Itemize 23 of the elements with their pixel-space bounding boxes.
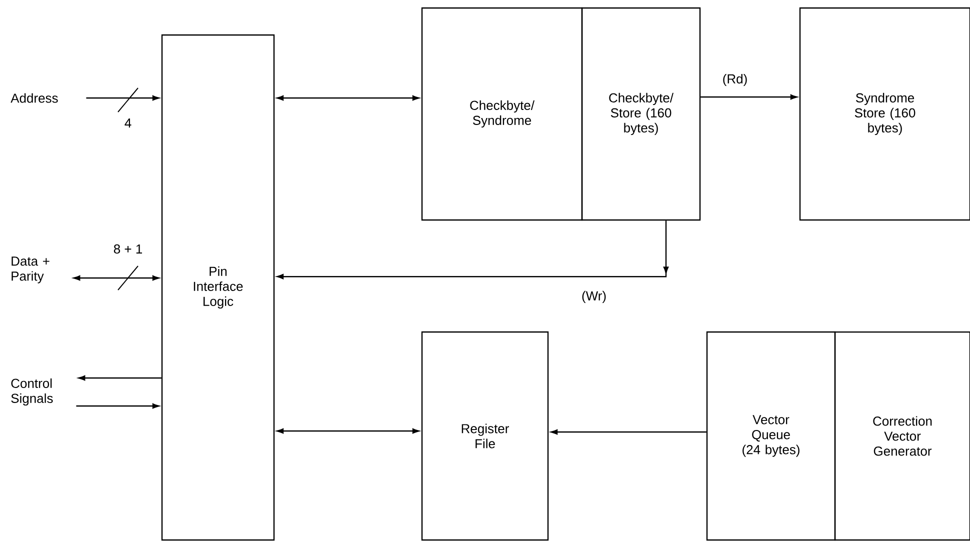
- arrow: [276, 428, 420, 434]
- functional-block: Checkbyte/ Syndrome: [421, 7, 583, 221]
- functional-block: Register File: [421, 331, 549, 541]
- arrow: [550, 429, 706, 435]
- arrow: [76, 403, 160, 409]
- arrow: [86, 95, 160, 101]
- arrow: [276, 220, 669, 280]
- functional-block: Syndrome Store (160 bytes): [799, 7, 970, 221]
- functional-block: Pin Interface Logic: [161, 34, 275, 541]
- signal-label: Data + Parity: [12, 256, 50, 284]
- functional-block: Correction Vector Generator: [834, 331, 970, 541]
- edge-label: 8 + 1: [114, 244, 142, 254]
- edge-label: (Rd): [723, 74, 747, 86]
- functional-block: Vector Queue (24 bytes): [706, 331, 836, 541]
- functional-block: Checkbyte/ Store (160 bytes): [581, 7, 701, 221]
- signal-label: Address: [10, 93, 58, 103]
- signal-label: Control Signals: [11, 378, 53, 406]
- arrow: [276, 95, 420, 101]
- arrow: [700, 94, 798, 100]
- edge-label: (Wr): [582, 290, 606, 304]
- arrow: [78, 375, 162, 381]
- arrow: [73, 275, 160, 281]
- edge-label: 4: [124, 118, 132, 128]
